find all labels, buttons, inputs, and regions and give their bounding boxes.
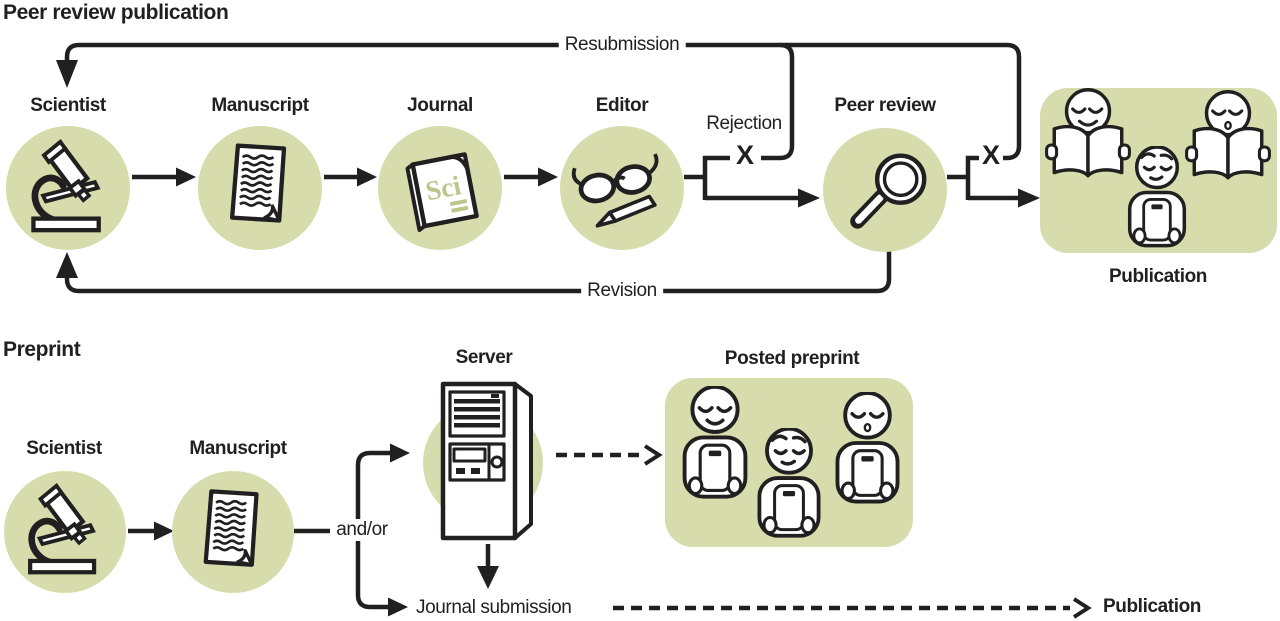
preprint-section-title: Preprint (3, 338, 81, 361)
preprint-node-label-manuscript: Manuscript (189, 438, 287, 459)
reader-person-icon (1185, 90, 1271, 180)
revision-label: Revision (581, 280, 663, 302)
phone-person-icon (1127, 146, 1187, 248)
arrowhead-to-publication-box (1018, 188, 1040, 208)
manuscript-page-icon (203, 489, 259, 567)
journal-cover-text: Sci (423, 170, 464, 206)
phone-person-icon (757, 428, 821, 538)
manuscript-page-icon (230, 143, 287, 223)
microscope-icon (28, 483, 97, 575)
peer-review-junction-line (947, 155, 1020, 201)
peer-review-section-title: Peer review publication (3, 1, 229, 24)
magnifier-icon (850, 153, 927, 229)
node-label-manuscript: Manuscript (211, 95, 309, 116)
revision-arrowhead (56, 252, 78, 278)
rejection-x-mark: X (732, 142, 758, 169)
preprint-node-label-server: Server (455, 347, 513, 368)
server-down-arrowhead (477, 566, 499, 589)
resubmission-arrowhead (56, 60, 78, 88)
rejection-riser-line (761, 42, 795, 161)
glasses-pencil-icon (571, 153, 659, 228)
resubmission-label: Resubmission (558, 34, 686, 56)
preprint-node-label-posted-preprint: Posted preprint (724, 348, 860, 369)
arrowhead-to-journal-submission (388, 597, 408, 617)
acceptance-x-mark: X (978, 142, 1004, 169)
node-label-journal: Journal (407, 95, 473, 116)
preprint-publication-label: Publication (1103, 596, 1201, 617)
arrowhead-to-manuscript-preprint (154, 521, 174, 541)
arrowhead-to-editor (538, 167, 558, 187)
phone-person-icon (682, 386, 748, 499)
phone-person-icon (835, 392, 900, 504)
node-label-editor: Editor (595, 95, 649, 116)
microscope-icon (31, 139, 101, 233)
dashed-arrowhead-preprint (643, 444, 663, 466)
editor-junction-line (684, 156, 800, 201)
node-label-publication: Publication (1109, 266, 1207, 287)
arrowhead-to-journal (357, 167, 377, 187)
journal-icon: Sci (405, 152, 479, 233)
arrowhead-to-server (390, 443, 410, 463)
rejection-label: Rejection (706, 113, 782, 134)
server-icon (440, 381, 533, 541)
reader-person-icon (1045, 88, 1131, 178)
dashed-arrowhead-publication (1072, 597, 1092, 619)
and-or-label: and/or (330, 519, 394, 541)
preprint-node-label-scientist: Scientist (26, 438, 102, 459)
revision-line (64, 248, 892, 294)
journal-submission-label: Journal submission (416, 597, 572, 618)
node-label-scientist: Scientist (30, 95, 106, 116)
arrowhead-to-peer-review (798, 188, 820, 208)
resubmission-line (64, 42, 1022, 161)
node-label-peer-review: Peer review (834, 95, 936, 116)
arrowhead-to-manuscript (176, 167, 196, 187)
